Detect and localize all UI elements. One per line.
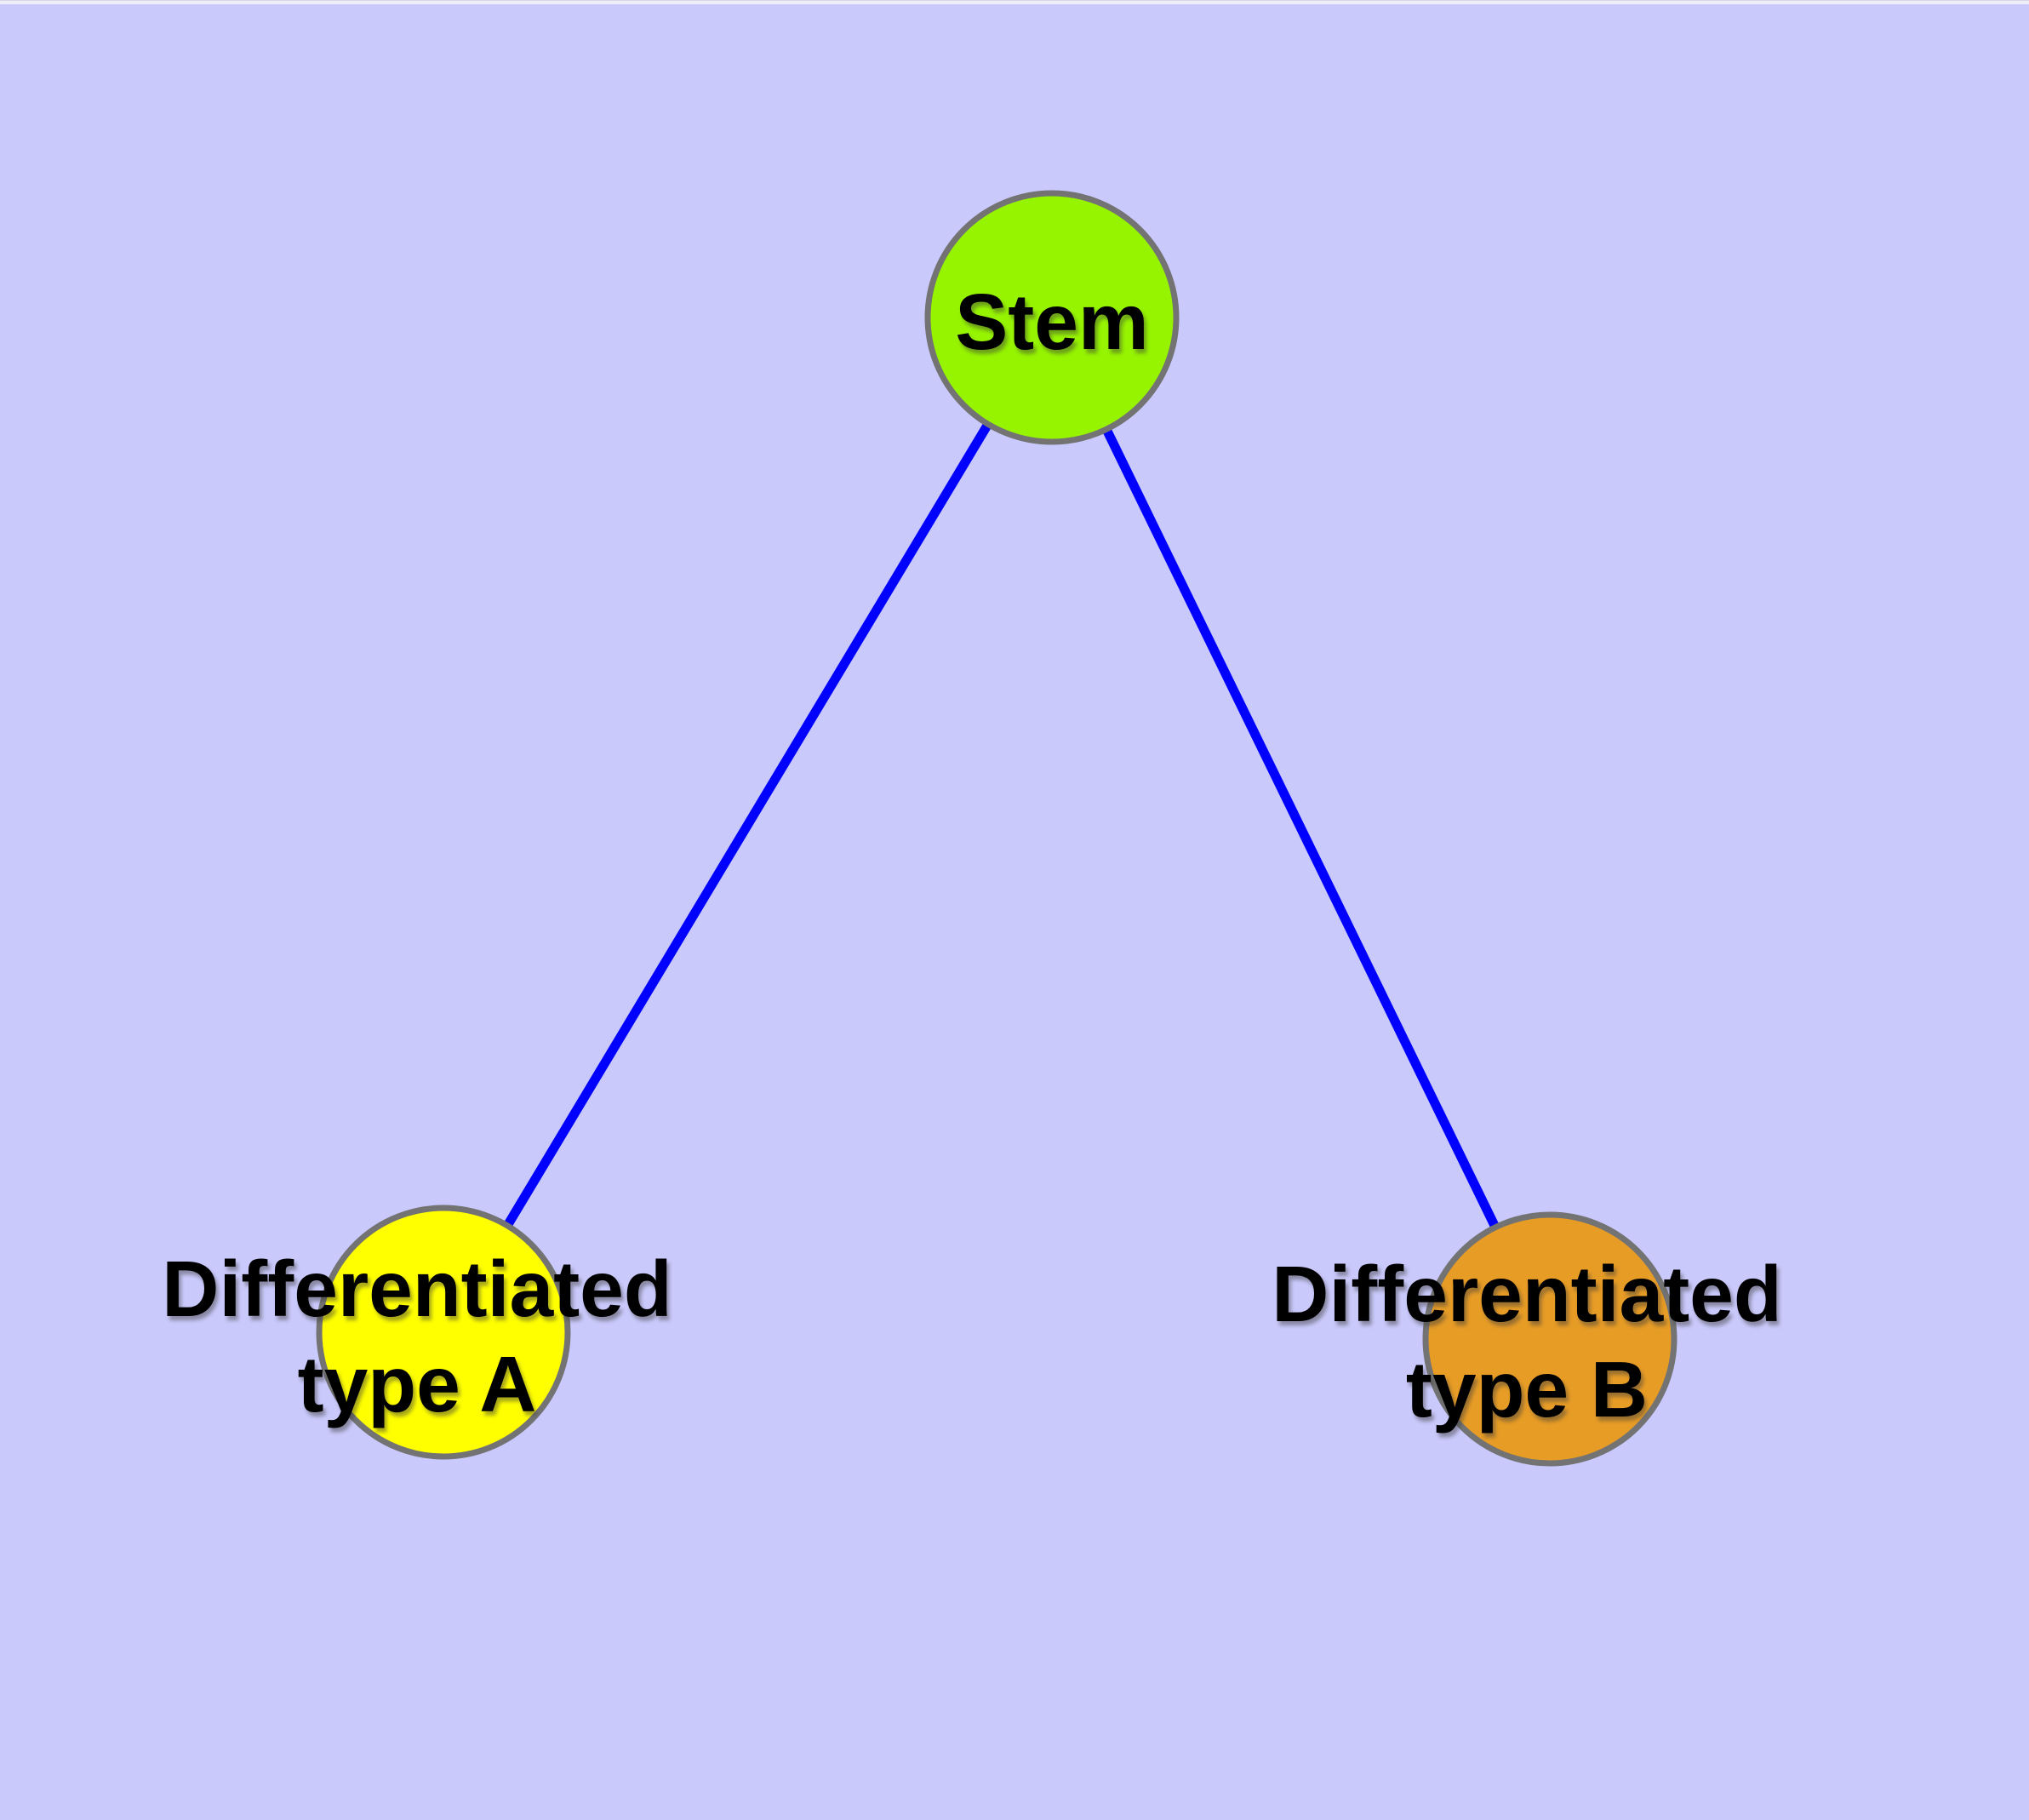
node-type-a-circle — [316, 1205, 571, 1460]
node-stem-label: Stem — [955, 278, 1149, 366]
node-type-b-label-line1: Differentiated — [1272, 1250, 1782, 1338]
node-type-a-label: Differentiated type A — [34, 1241, 800, 1432]
edge-stem-to-type-b — [1048, 315, 1554, 1342]
node-type-b-label-line2: type B — [1405, 1345, 1649, 1434]
node-stem-circle — [924, 190, 1180, 445]
node-type-a-label-line2: type A — [297, 1340, 537, 1428]
node-type-b-label: Differentiated type B — [1144, 1246, 1910, 1437]
node-type-b-circle — [1422, 1211, 1677, 1467]
edge-stem-to-type-a — [439, 315, 1056, 1335]
top-margin-strip — [0, 0, 2029, 4]
node-type-a-label-line1: Differentiated — [162, 1245, 672, 1333]
